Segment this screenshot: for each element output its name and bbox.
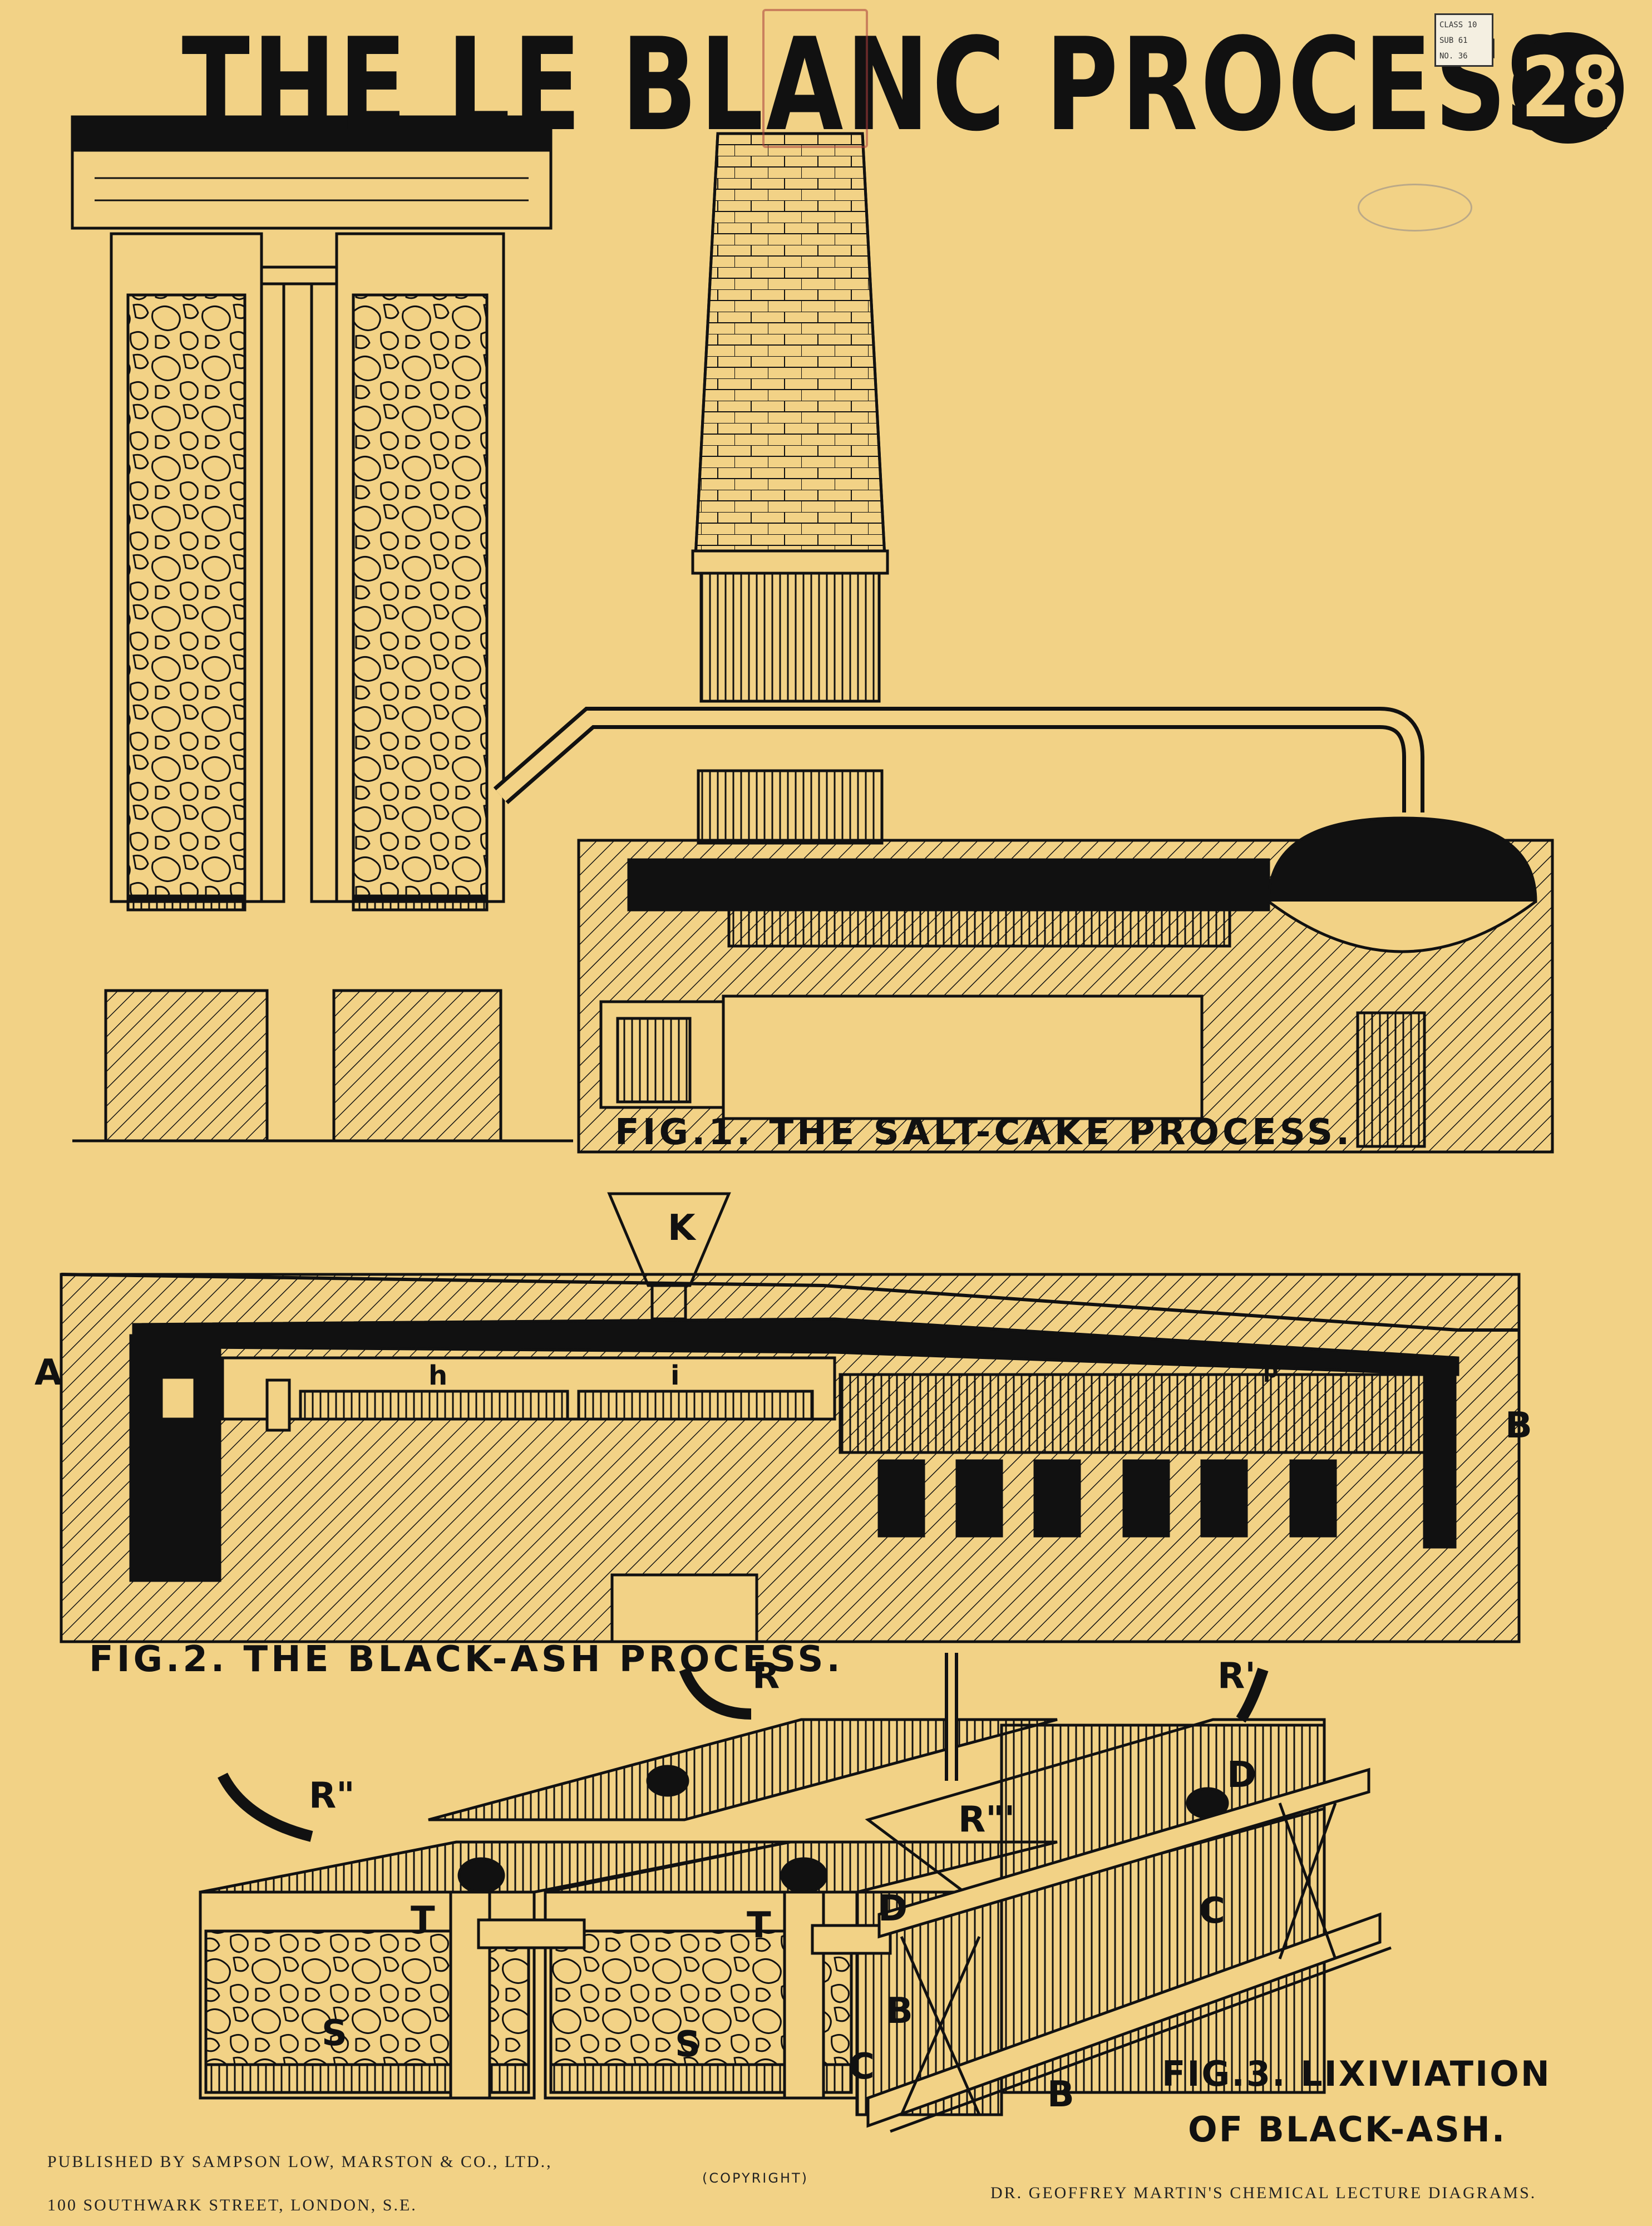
fig3-lixiviation-diagram xyxy=(199,1653,1392,2133)
fig3-label-d-mid: D xyxy=(878,1888,908,1929)
poster-title: THE LE BLANC PROCESS. xyxy=(181,11,1620,160)
footer-series-title: DR. GEOFFREY MARTIN'S CHEMICAL LECTURE D… xyxy=(990,2184,1537,2202)
footer-publisher-line1: PUBLISHED BY SAMPSON LOW, MARSTON & CO.,… xyxy=(47,2153,553,2171)
fig3-label-r-left: R" xyxy=(309,1775,355,1816)
fig2-label-a: A xyxy=(34,1352,62,1393)
fig3-label-t-mid: T xyxy=(747,1905,771,1946)
diagram-number-badge: 28 xyxy=(1512,32,1624,144)
fig3-label-r-top: R xyxy=(752,1656,780,1697)
fig3-label-c-mid: C xyxy=(849,2046,875,2087)
fig3-label-t-left: T xyxy=(411,1899,435,1941)
fig1-salt-cake-diagram xyxy=(71,115,1554,1154)
oval-library-stamp xyxy=(1358,184,1472,232)
fig3-label-s-left: S xyxy=(322,2013,348,2054)
fig2-label-h: h xyxy=(428,1360,448,1391)
fig3-label-b-low: B xyxy=(1047,2074,1074,2115)
fig2-label-b: B xyxy=(1505,1405,1532,1446)
fig3-caption-line2: OF BLACK-ASH. xyxy=(1188,2109,1507,2150)
fig3-label-s-mid: S xyxy=(675,2024,701,2065)
fig2-label-i: i xyxy=(670,1360,680,1391)
fig3-label-r-right: R' xyxy=(1217,1656,1256,1697)
catalog-stamp-line3: NO. 36 xyxy=(1439,52,1468,61)
fig3-label-d-right: D xyxy=(1227,1755,1257,1796)
catalog-stamp-line1: CLASS 10 xyxy=(1439,21,1477,29)
fig2-black-ash-diagram xyxy=(60,1192,1521,1643)
fig1-caption: FIG.1. THE SALT-CAKE PROCESS. xyxy=(615,1112,1353,1153)
catalog-stamp: CLASS 10 SUB 61 NO. 36 xyxy=(1434,13,1493,67)
fig2-label-o: o xyxy=(170,1379,187,1407)
footer-copyright: (COPYRIGHT) xyxy=(702,2170,809,2186)
archive-seal-stamp xyxy=(762,9,868,148)
footer-publisher-line2: 100 SOUTHWARK STREET, LONDON, S.E. xyxy=(47,2196,417,2214)
diagram-number: 28 xyxy=(1521,40,1620,136)
fig2-caption: FIG.2. THE BLACK-ASH PROCESS. xyxy=(89,1639,844,1680)
fig2-label-p: p xyxy=(1263,1358,1279,1382)
fig2-label-k: K xyxy=(668,1208,696,1249)
fig3-caption-line1: FIG.3. LIXIVIATION xyxy=(1162,2053,1551,2094)
fig3-label-c-right: C xyxy=(1199,1890,1225,1932)
fig3-label-r-mid: R"' xyxy=(958,1799,1015,1840)
fig3-label-b-mid: B xyxy=(886,1991,913,2032)
catalog-stamp-line2: SUB 61 xyxy=(1439,36,1468,45)
